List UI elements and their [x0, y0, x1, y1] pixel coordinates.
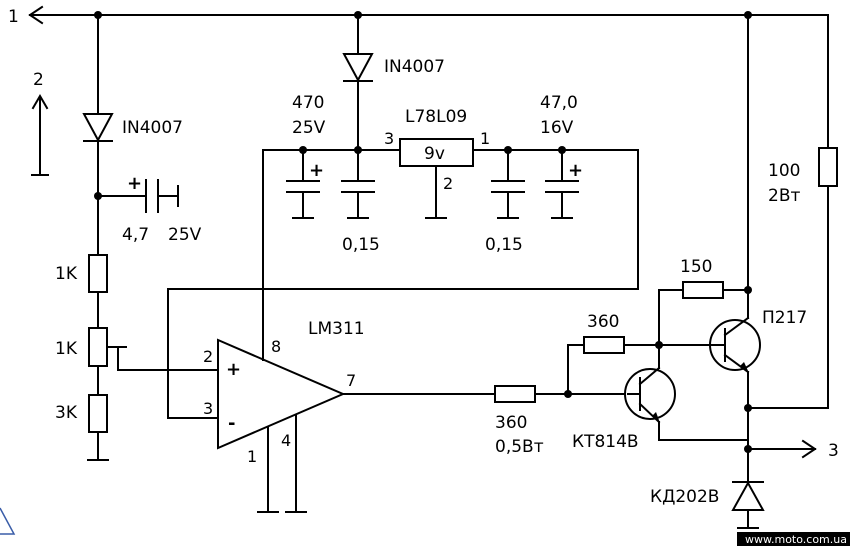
opamp-pin7-label: 7 [346, 371, 356, 390]
terminal-2-label: 2 [33, 70, 44, 90]
capacitor-c1-plus: + [127, 173, 142, 194]
watermark: www.moto.com.ua [737, 532, 850, 546]
capacitor-c3-value: 0,15 [342, 235, 380, 255]
capacitor-c1-voltage: 25V [168, 225, 202, 245]
corner-logo-icon [0, 507, 16, 535]
capacitor-c2 [286, 146, 320, 219]
potentiometer-r2 [88, 327, 219, 371]
transistor-q2 [709, 316, 761, 374]
regulator-l78l09 [399, 138, 639, 219]
left-chain-wires [87, 14, 109, 461]
top-rail [28, 5, 752, 25]
opamp-pin1-label: 1 [247, 447, 257, 466]
diode-d3-label: КД202В [650, 487, 719, 507]
terminal-3-label: 3 [828, 441, 839, 461]
opamp-pin8-label: 8 [271, 337, 281, 356]
capacitor-c3 [341, 146, 375, 219]
capacitor-c2-value: 470 [292, 93, 324, 113]
diode-d1 [82, 113, 114, 143]
resistor-r1 [88, 254, 108, 293]
capacitor-c2-voltage: 25V [292, 118, 326, 138]
capacitor-c5-plus: + [568, 160, 583, 181]
resistor-150 [658, 281, 752, 346]
right-rail [744, 14, 829, 481]
resistor-base-power: 0,5Вт [495, 437, 544, 457]
diode-d3 [731, 480, 765, 529]
diode-d2-label: IN4007 [384, 57, 445, 77]
opamp-pin3-label: 3 [203, 399, 213, 418]
diode-d1-label: IN4007 [122, 118, 183, 138]
terminal-3-arrow [747, 439, 817, 459]
capacitor-c2-plus: + [309, 160, 324, 181]
capacitor-c4 [491, 146, 525, 219]
resistor-bias [567, 336, 711, 395]
regulator-pin-out: 1 [480, 129, 490, 148]
opamp-label: LM311 [308, 319, 365, 339]
capacitor-c5 [545, 146, 579, 219]
resistor-load-power: 2Вт [768, 186, 800, 206]
resistor-load-label: 100 [768, 161, 800, 181]
opamp-lm311 [167, 149, 639, 513]
regulator-pin-in: 3 [384, 129, 394, 148]
opamp-plus-sign: + [226, 359, 241, 380]
potentiometer-r2-label: 1K [55, 339, 78, 359]
transistor-q1 [624, 344, 749, 441]
transistor-q1-label: КТ814В [572, 432, 639, 452]
capacitor-c4-value: 0,15 [485, 235, 523, 255]
regulator-pin-gnd: 2 [443, 174, 453, 193]
opamp-pin2-label: 2 [203, 347, 213, 366]
opamp-minus-sign: - [228, 413, 235, 434]
resistor-load [818, 147, 838, 187]
resistor-base-label: 360 [495, 413, 527, 433]
terminal-2-arrow [31, 94, 49, 176]
transistor-q2-label: П217 [762, 308, 807, 328]
resistor-r3-label: 3K [55, 403, 78, 423]
resistor-base [494, 385, 629, 403]
opamp-pin4-label: 4 [281, 431, 291, 450]
capacitor-c1 [97, 179, 179, 213]
resistor-r1-label: 1K [55, 264, 78, 284]
capacitor-c5-voltage: 16V [540, 118, 574, 138]
capacitor-c1-value: 4,7 [122, 225, 149, 245]
resistor-150-label: 150 [680, 257, 712, 277]
regulator-body-label: 9v [424, 144, 445, 164]
capacitor-c5-value: 47,0 [540, 93, 578, 113]
svg-text:www.moto.com.ua: www.moto.com.ua [745, 533, 847, 546]
resistor-bias-label: 360 [587, 312, 619, 332]
diode-d2 [342, 14, 374, 151]
resistor-r3 [88, 394, 108, 433]
regulator-label: L78L09 [405, 107, 467, 127]
terminal-1-label: 1 [8, 7, 19, 27]
